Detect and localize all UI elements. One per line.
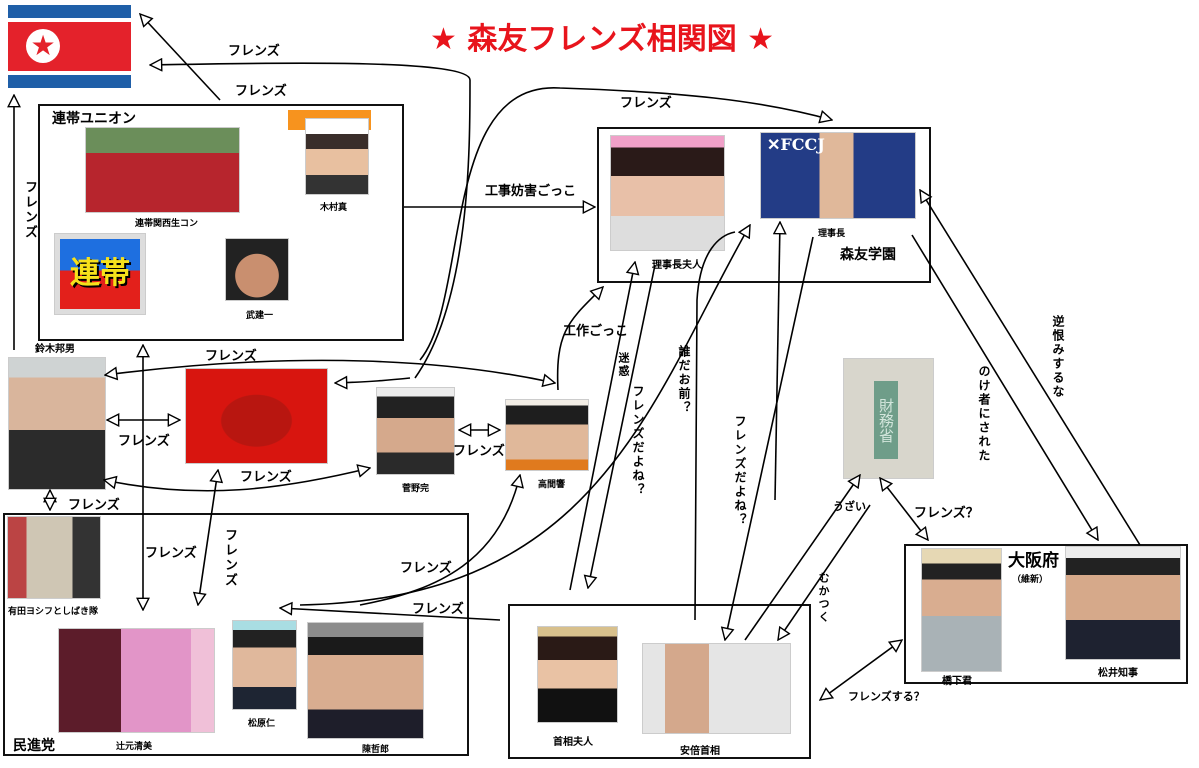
kimura-photo: [305, 118, 369, 195]
edge-label-left-out: のけ者にされた: [977, 365, 991, 463]
edge-label-friends: フレンズ: [620, 96, 672, 111]
edge-label-friends: フレンズ: [118, 434, 170, 449]
rijicho-fujin-photo: [610, 135, 725, 251]
group-label-osaka: 大阪府: [1008, 551, 1059, 571]
edge-label-no-grudge: 逆恨みするな: [1051, 315, 1065, 399]
label-suzuki: 鈴木邦男: [35, 344, 75, 355]
takama-photo: [505, 399, 589, 471]
group-label-minshin: 民進党: [13, 738, 55, 754]
edge-label-be-friends: フレンズする？: [848, 690, 925, 703]
edge-label-friends: フレンズ: [228, 44, 280, 59]
edge-label-sabotage: 工作ごっこ: [563, 324, 629, 339]
edge-line: [694, 231, 736, 621]
label-akie: 首相夫人: [553, 737, 593, 748]
matsubara-photo: [232, 620, 297, 710]
arita-photo: [7, 516, 101, 599]
edge-line: [105, 359, 555, 383]
rentai-logo-text: 連帯: [60, 239, 140, 309]
edge-label-who-are-you: 誰だお前？: [677, 345, 691, 415]
edge-label-irritating: むかつく: [817, 572, 830, 624]
flag-star-icon: ★: [26, 29, 60, 63]
edge-label-friends: フレンズ: [205, 349, 257, 364]
edge-label-friends: フレンズ: [145, 546, 197, 561]
label-abe: 安倍首相: [680, 746, 720, 757]
label-matsubara: 松原仁: [248, 719, 276, 729]
edge-line: [335, 378, 411, 383]
label-rijicho: 理事長: [818, 229, 846, 239]
fccj-logo: ✕FCCJ: [767, 135, 825, 154]
edge-label-annoying: うざい: [833, 500, 866, 513]
sugano-photo: [376, 387, 455, 475]
label-hashimoto: 橋下君: [942, 676, 972, 687]
label-sugano: 菅野完: [402, 484, 430, 494]
edge-label-friends: フレンズ: [222, 528, 237, 588]
north-korea-flag: ★: [8, 5, 131, 88]
label-arita: 有田ヨシフとしばき隊: [8, 607, 99, 617]
akie-photo: [537, 626, 618, 723]
edge-label-friends: フレンズ: [68, 498, 120, 513]
edge-label-friends: フレンズ: [400, 561, 452, 576]
edge-label-friends-right: フレンズだよね？: [631, 385, 645, 497]
label-rijicho-fujin: 理事長夫人: [652, 260, 702, 271]
red-helmet-photo: [185, 368, 328, 464]
edge-label-friends: フレンズ: [22, 180, 37, 240]
matsui-photo: [1065, 546, 1181, 660]
group-sublabel-osaka: （維新）: [1012, 575, 1049, 585]
label-tsujimoto: 辻元清美: [116, 742, 153, 752]
chin-photo: [307, 622, 424, 739]
edge-label-construction-obstruction: 工事妨害ごっこ: [485, 184, 577, 199]
edge-label-friends-right: フレンズだよね？: [733, 415, 747, 527]
rentai-logo: 連帯: [54, 233, 146, 315]
label-chin: 陳哲郎: [362, 745, 390, 755]
van-photo: [85, 127, 240, 213]
edge-line: [920, 190, 1141, 546]
group-label-rentai: 連帯ユニオン: [52, 111, 136, 127]
label-kimura: 木村真: [320, 203, 348, 213]
edge-line: [140, 14, 221, 101]
edge-label-friends: フレンズ: [235, 84, 287, 99]
group-label-moritomo: 森友学園: [840, 247, 896, 263]
edge-label-friends: フレンズ: [240, 470, 292, 485]
rijicho-photo: ✕FCCJ: [760, 132, 916, 219]
label-kansai-namacon: 連帯関西生コン: [135, 219, 199, 229]
label-take: 武建一: [246, 311, 274, 321]
suzuki-photo: [8, 357, 106, 490]
edge-label-nuisance: 迷惑: [617, 352, 630, 378]
page-title: ★ 森友フレンズ相関図 ★: [430, 22, 775, 57]
ministry-of-finance-photo: 財務省: [843, 358, 934, 479]
edge-line: [104, 468, 370, 492]
label-matsui: 松井知事: [1098, 668, 1138, 679]
edge-label-friends: フレンズ: [453, 444, 505, 459]
edge-label-friends-question: フレンズ？: [914, 506, 979, 521]
tsujimoto-photo: [58, 628, 215, 733]
abe-photo: [642, 643, 791, 734]
hashimoto-photo: [921, 548, 1002, 672]
ministry-sign: 財務省: [874, 381, 898, 459]
edge-label-friends: フレンズ: [412, 602, 464, 617]
label-takama: 高間響: [538, 480, 566, 490]
take-photo: [225, 238, 289, 301]
edge-line: [911, 234, 1098, 540]
